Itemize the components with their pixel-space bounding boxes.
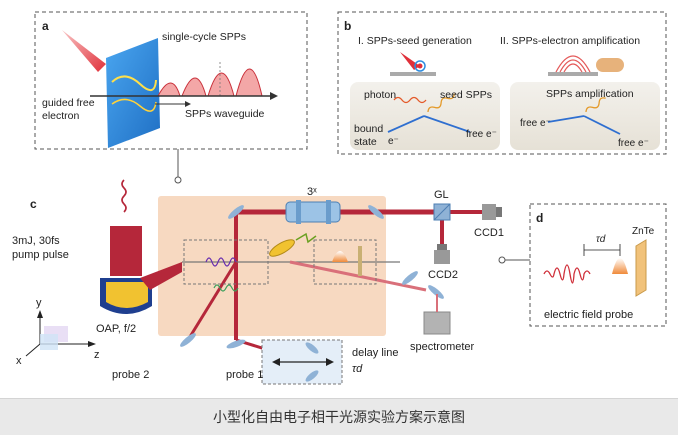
spps-amplification-label: SPPs amplification: [546, 88, 634, 100]
mirror-probe2: [180, 333, 196, 347]
delay-line-label: delay line: [352, 347, 398, 359]
waveguide-label: SPPs waveguide: [185, 108, 265, 120]
seed-surface: [390, 72, 436, 76]
mirror-thz: [402, 271, 418, 285]
axis-z-label: z: [94, 349, 100, 361]
telescope-label: 3ˣ: [307, 186, 317, 198]
gl-label: GL: [434, 189, 449, 201]
panel-d-tau-label: τd: [596, 234, 606, 245]
thz-sparkle-icon: [295, 232, 317, 244]
single-cycle-label: single-cycle SPPs: [162, 31, 246, 43]
figure-caption: 小型化自由电子相干光源实验方案示意图: [0, 398, 678, 435]
ccd2-label: CCD2: [428, 269, 458, 281]
ccd2-camera: [434, 250, 450, 264]
mirror-top-left: [228, 205, 244, 219]
spectrometer-box: [423, 311, 451, 335]
probe1-label: probe 1: [226, 369, 263, 381]
free-electron-label-stage1: free e⁻: [466, 129, 497, 140]
thz-spot-icon: [332, 251, 348, 262]
telescope-3x: [285, 201, 341, 223]
mirror-top-right: [368, 205, 384, 219]
detector-crystal: [358, 246, 362, 276]
axis-x-label: x: [16, 355, 22, 367]
panel-d-label: d: [536, 211, 543, 225]
target-region-box: [183, 239, 269, 285]
efield-waveform: [543, 264, 591, 284]
panel-c: c 3mJ, 30fs pump pulse OAP, f/2 y x z: [12, 179, 504, 385]
probe-wave-icon: [213, 284, 239, 292]
pump-beam: [110, 226, 142, 276]
mirror-spectrometer: [428, 285, 444, 299]
probe-pulse-icon: [612, 258, 628, 274]
amp-surface: [548, 72, 598, 76]
spp-waveguide-plane: [106, 38, 160, 148]
detection-region-box: [313, 239, 377, 285]
parabolic-mirror-small: [269, 239, 295, 257]
panel-a-frame: [34, 11, 308, 150]
probe2-label: probe 2: [112, 369, 149, 381]
efield-probe-label: electric field probe: [544, 309, 633, 321]
znte-crystal: [635, 239, 647, 297]
panel-b-label: b: [344, 19, 351, 33]
pump-label-2: pump pulse: [12, 249, 69, 261]
stage-2-title: II. SPPs-electron amplification: [500, 35, 640, 47]
laser-cone-icon: [62, 30, 106, 72]
pump-pulse-wave-icon: [121, 179, 127, 213]
trajectory-arrowhead: [270, 92, 278, 100]
mirror-probe1: [226, 339, 246, 349]
free-electron-left-label: free e⁻: [520, 118, 551, 129]
stage-1-title: I. SPPs-seed generation: [358, 35, 472, 47]
delay-tau-label: τd: [352, 363, 363, 375]
panel-a: a single-cycle SPPs guided free electron…: [34, 11, 308, 184]
spp-glow-wave: [111, 75, 157, 91]
bound-electron-label: e⁻: [388, 136, 399, 147]
panel-d: d τd ZnTe electric field probe: [498, 203, 667, 327]
panel-a-label: a: [42, 19, 49, 33]
amplification-diagram: [547, 97, 621, 135]
ccd1-label: CCD1: [474, 227, 504, 239]
oap-label: OAP, f/2: [96, 323, 136, 335]
axis-y-label: y: [36, 297, 42, 309]
pump-label-1: 3mJ, 30fs: [12, 235, 60, 247]
ccd1-camera: [482, 204, 496, 220]
oap-mirror-coating: [106, 282, 148, 308]
guided-electron-label-2: electron: [42, 110, 80, 122]
free-electron-right-label: free e⁻: [618, 138, 649, 149]
electron-beam-icon: [596, 58, 624, 72]
single-cycle-spp-pulses: [157, 68, 263, 97]
thz-pulse-wave: [205, 257, 237, 267]
seed-spps-label: seed SPPs: [440, 89, 492, 101]
panel-b: b I. SPPs-seed generation II. SPPs-elect…: [337, 11, 667, 155]
panel-c-label: c: [30, 197, 37, 211]
optical-table: [158, 196, 386, 336]
znte-label: ZnTe: [632, 226, 655, 237]
coordinate-axes: [25, 310, 96, 357]
probe2-beam: [186, 261, 238, 341]
focused-pump-beam: [140, 262, 182, 290]
bound-label: bound: [354, 123, 383, 135]
photon-label: photon: [364, 89, 396, 101]
seed-generation-diagram: [387, 93, 471, 133]
state-label: state: [354, 136, 377, 148]
experiment-schematic: a single-cycle SPPs guided free electron…: [12, 11, 667, 385]
spp-glow-wave-2: [111, 98, 157, 112]
spectrometer-label: spectrometer: [410, 341, 475, 353]
guided-electron-label-1: guided free: [42, 97, 95, 109]
